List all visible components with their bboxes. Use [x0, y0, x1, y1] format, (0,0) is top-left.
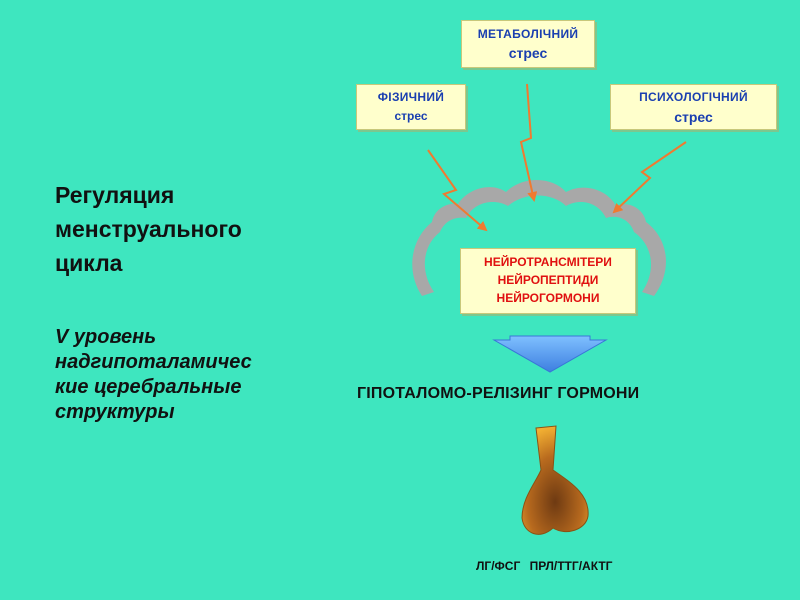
neuro-box: НЕЙРОТРАНСМІТЕРИ НЕЙРОПЕПТИДИ НЕЙРОГОРМО… [460, 248, 636, 314]
neuro-line-neuropeptides: НЕЙРОПЕПТИДИ [497, 273, 599, 287]
neuro-line-neurohormones: НЕЙРОГОРМОНИ [496, 291, 600, 305]
title-line: Регуляция [55, 182, 175, 208]
level-subtitle: V уровень надгипоталамичес кие церебраль… [55, 325, 325, 425]
subtitle-line: кие церебральные [55, 376, 242, 398]
arrow-physical-icon [427, 149, 488, 232]
physical-stress-box: ФІЗИЧНИЙ стрес [356, 84, 466, 130]
physical-stress-title: ФІЗИЧНИЙ [377, 90, 445, 104]
psychological-stress-title: ПСИХОЛОГІЧНИЙ [639, 90, 748, 104]
physical-stress-subtitle: стрес [394, 109, 428, 123]
subtitle-line: V уровень [55, 326, 157, 348]
page-title: Регуляция менструального цикла [55, 178, 325, 280]
title-line: менструального [55, 216, 242, 242]
metabolic-stress-box: МЕТАБОЛІЧНИЙ стрес [461, 20, 595, 68]
arrow-psychological-icon [612, 141, 687, 214]
brain-arc-icon [412, 180, 666, 296]
title-line: цикла [55, 250, 123, 276]
subtitle-line: надгипоталамичес [55, 351, 252, 373]
neuro-line-neurotransmitters: НЕЙРОТРАНСМІТЕРИ [484, 255, 612, 269]
down-arrow-icon [492, 335, 608, 373]
subtitle-line: структуры [55, 401, 175, 423]
pituitary-gland-icon [521, 425, 589, 535]
arrow-metabolic-icon [519, 83, 538, 202]
releasing-hormones-label: ГІПОТАЛОМО-РЕЛІЗИНГ ГОРМОНИ [357, 385, 640, 402]
pituitary-hormones-label: ЛГ/ФСГ ПРЛ/ТТГ/АКТГ [476, 559, 613, 573]
metabolic-stress-title: МЕТАБОЛІЧНИЙ [477, 27, 579, 41]
psychological-stress-subtitle: стрес [674, 109, 713, 125]
metabolic-stress-subtitle: стрес [508, 45, 548, 61]
psychological-stress-box: ПСИХОЛОГІЧНИЙ стрес [610, 84, 777, 130]
